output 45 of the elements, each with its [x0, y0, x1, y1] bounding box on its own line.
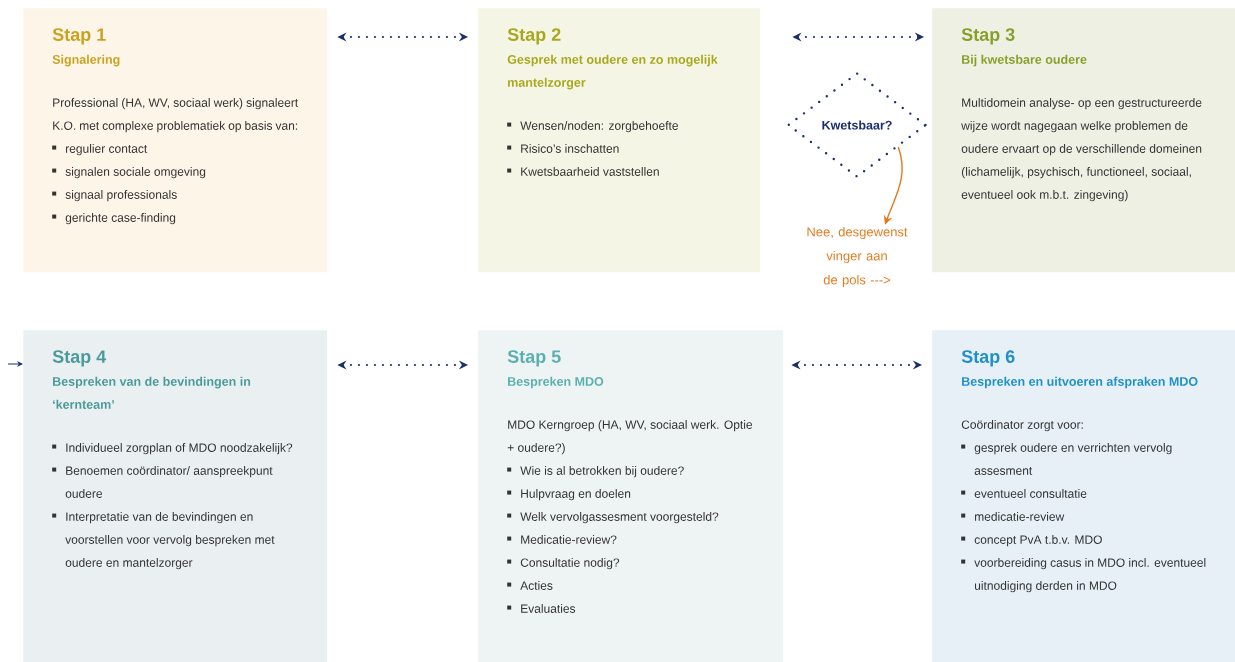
- bullet-item: medicatie-review: [961, 512, 1065, 521]
- bullet-item: signaal professionals: [52, 190, 177, 202]
- bullet-item: signalen sociale omgeving: [52, 167, 206, 179]
- step-subtitle: Bespreken van de bevindingen in ‘kernteam’: [53, 376, 251, 409]
- step-subtitle: Bespreken MDO: [508, 376, 604, 389]
- step-box: [23, 8, 328, 273]
- description-text: Coördinator zorgt voor:: [961, 420, 1083, 432]
- bullet-item: Individueel zorgplan of MDO noodzakelijk?: [52, 443, 293, 455]
- description-text: Professional (HA, WV, sociaal werk) signaleert K.O. met complexe problematiek op basis van:: [53, 98, 299, 133]
- step-title: Stap 2: [507, 28, 561, 45]
- step-subtitle: Signalering: [52, 54, 120, 67]
- bullet-item: gerichte case-finding: [52, 213, 176, 225]
- step-title: Stap 5: [507, 350, 561, 367]
- bullet-item: Wensen/noden: zorgbehoefte: [507, 121, 678, 133]
- bullet-item: voorbereiding casus in MDO incl. eventueel uitnodiging derden in MDO: [961, 558, 1206, 593]
- description-text: Multidomein analyse- op een gestructureerde wijze wordt nagegaan welke problemen de oudere ervaart op de verschillende domeinen (lichamelijk, psychisch, functioneel, sociaal, eventueel ook m.b.t. zingeving): [961, 98, 1202, 202]
- bullet-item: Medicatie-review?: [507, 535, 617, 544]
- bullet-item: Interpretatie van de bevindingen en voorstellen voor vervolg bespreken met oudere en mantelzorger: [52, 512, 275, 570]
- step-title: Stap 4: [52, 350, 107, 367]
- step-box: [23, 330, 328, 662]
- step-box: [932, 8, 1235, 273]
- step-subtitle: Bij kwetsbare oudere: [962, 54, 1087, 67]
- bullet-item: Wie is al betrokken bij oudere?: [507, 466, 684, 478]
- step-title: Stap 1: [52, 28, 106, 45]
- bullet-item: Acties: [507, 581, 553, 590]
- bullet-item: concept PvA t.b.v. MDO: [961, 535, 1102, 547]
- step-subtitle: Bespreken en uitvoeren afspraken MDO: [962, 376, 1198, 389]
- step-subtitle: Gesprek met oudere en zo mogelijk mantelzorger: [507, 54, 718, 90]
- bullet-item: Benoemen coördinator/ aanspreekpunt oudere: [52, 466, 273, 498]
- step-box: [932, 330, 1235, 662]
- bullet-item: Welk vervolgassesment voorgesteld?: [507, 512, 719, 524]
- bullet-item: Kwetsbaarheid vaststellen: [507, 167, 659, 176]
- arrow: [7, 361, 23, 367]
- bullet-item: Consultatie nodig?: [507, 558, 620, 570]
- bullet-item: eventueel consultatie: [961, 489, 1087, 498]
- answer-text: Nee, desgewenst vinger aan de pols --->: [807, 226, 908, 288]
- step-title: Stap 3: [961, 28, 1015, 45]
- bullet-item: Evaluaties: [507, 604, 576, 613]
- description-text: MDO Kerngroep (HA, WV, sociaal werk. Optie + oudere?): [507, 420, 753, 455]
- bullet-item: regulier contact: [52, 144, 148, 156]
- bullet-item: Risico’s inschatten: [507, 144, 619, 153]
- step-box: [478, 8, 761, 273]
- step-box: [478, 330, 784, 662]
- bullet-item: Hulpvraag en doelen: [507, 489, 631, 501]
- step-title: Stap 6: [961, 350, 1015, 367]
